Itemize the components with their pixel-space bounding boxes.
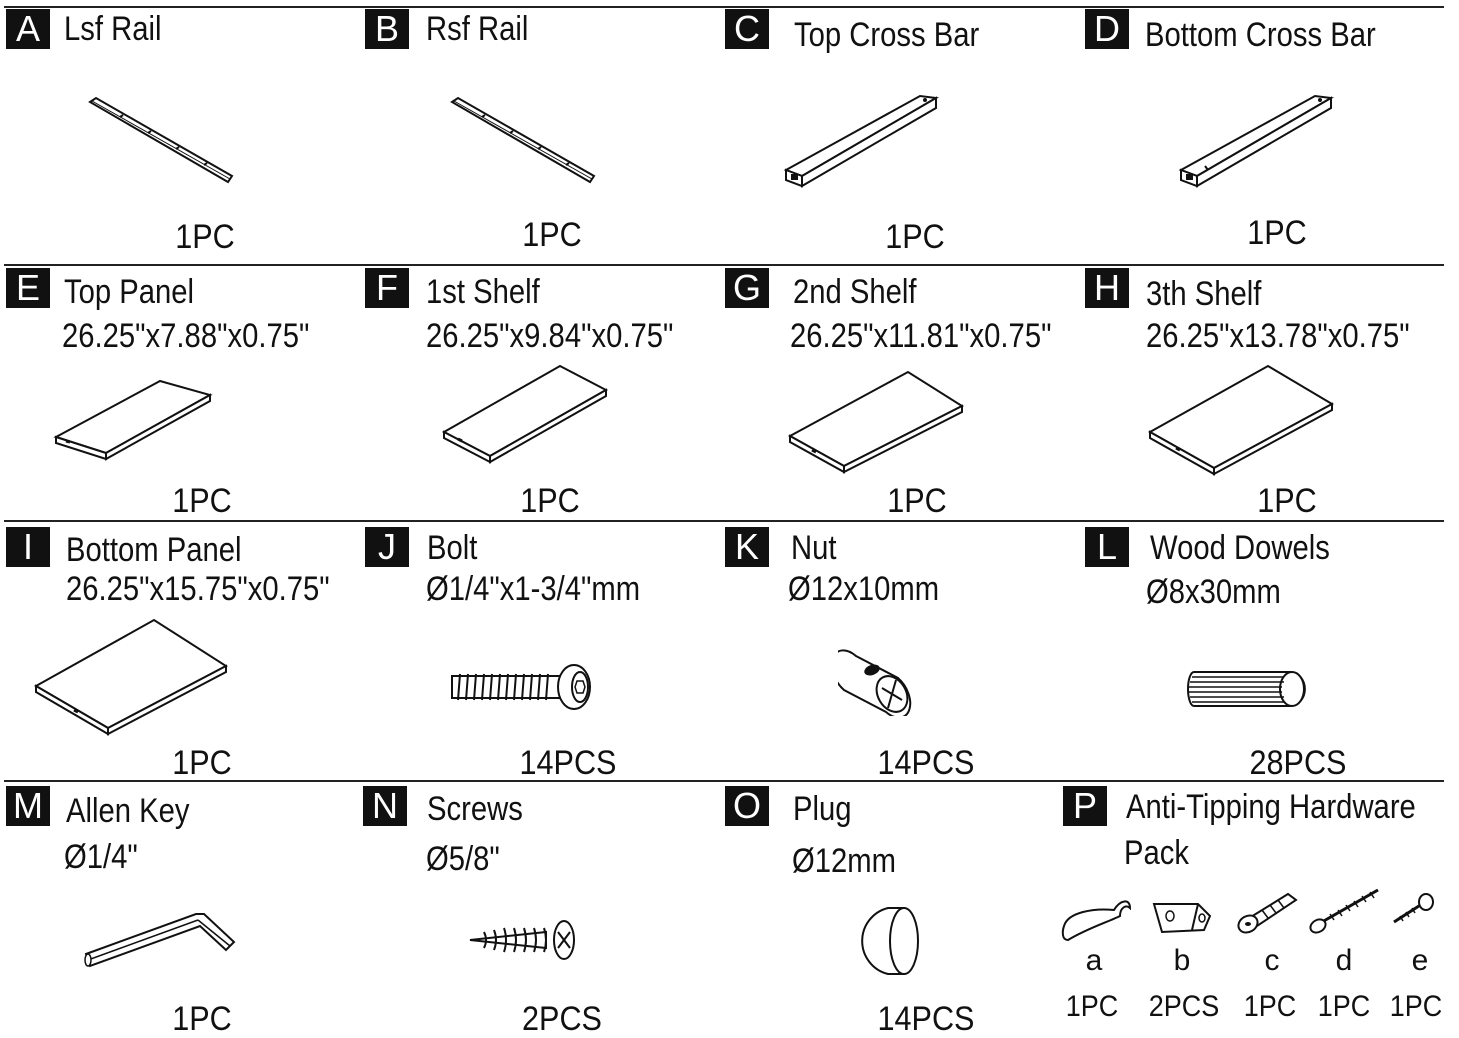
short-screw-icon [1393,893,1434,924]
panel-icon [441,364,609,464]
part-quantity: 14PCS [519,744,617,782]
part-quantity: 14PCS [877,744,975,782]
panel-icon [787,370,965,474]
barrel-nut-icon [838,649,912,716]
part-name: 3th Shelf [1146,275,1262,313]
hardware-item-quantity: 1PC [1317,990,1371,1023]
bracket-icon [1152,903,1212,934]
hardware-item-label: a [1085,944,1103,977]
cross-bar-icon [1178,94,1335,188]
part-dimensions: 26.25"x11.81"x0.75" [790,317,1052,355]
part-name: Top Panel [64,273,195,311]
part-quantity: 1PC [522,216,582,254]
part-name: Bolt [427,529,478,567]
part-name: Wood Dowels [1150,529,1330,567]
row-divider [4,264,1444,266]
dowel-icon [1187,671,1306,707]
part-dimensions: 26.25"x9.84"x0.75" [426,317,674,355]
part-name: Screws [427,790,523,828]
part-quantity: 1PC [172,1000,232,1038]
part-quantity: 1PC [175,218,235,256]
part-quantity: 28PCS [1249,744,1347,782]
part-dimensions: Ø5/8" [426,840,500,878]
part-name: Bottom Panel [66,531,242,569]
part-quantity: 14PCS [877,1000,975,1038]
part-letter: G [725,268,769,308]
part-dimensions: 26.25"x7.88"x0.75" [62,317,310,355]
panel-icon [53,379,213,461]
part-letter: B [365,9,409,49]
part-dimensions: Ø12mm [792,842,896,880]
rail-icon [88,96,234,184]
part-letter: D [1085,9,1129,49]
part-letter: N [363,786,407,826]
part-letter: I [6,527,50,567]
hardware-item-label: e [1411,944,1429,977]
part-letter: J [365,527,409,567]
screw-icon [469,920,575,960]
part-name: Plug [793,790,852,828]
part-name: 2nd Shelf [793,273,917,311]
part-letter: A [6,9,50,49]
row-divider [4,780,1444,782]
part-name: Top Cross Bar [794,16,980,54]
hardware-item-quantity: 1PC [1065,990,1119,1023]
part-dimensions: Ø8x30mm [1146,573,1281,611]
part-dimensions: 26.25"x13.78"x0.75" [1146,317,1410,355]
part-dimensions: Ø1/4" [64,838,138,876]
part-letter: O [725,786,769,826]
panel-icon [1147,364,1335,476]
part-quantity: 2PCS [522,1000,602,1038]
part-letter: K [725,527,769,567]
part-name: Allen Key [66,792,190,830]
part-name: 1st Shelf [426,273,540,311]
part-letter: C [725,9,769,49]
hardware-item-quantity: 1PC [1389,990,1443,1023]
part-quantity: 1PC [172,744,232,782]
part-dimensions: Ø1/4"x1-3/4"mm [426,570,641,608]
long-screw-icon [1309,888,1379,934]
wall-anchor-icon [1237,892,1298,934]
bolt-icon [451,664,591,710]
panel-icon [33,618,228,736]
part-quantity: 1PC [887,482,947,520]
part-letter: F [365,268,409,308]
part-letter: M [6,786,50,826]
hardware-item-quantity: 1PC [1243,990,1297,1023]
cross-bar-icon [783,94,940,188]
allen-key-icon [84,913,236,968]
hardware-item-label: c [1264,944,1280,977]
part-name: Rsf Rail [426,10,529,48]
part-name: Nut [791,529,837,567]
part-letter: H [1085,268,1129,308]
part-dimensions: Pack [1124,834,1190,872]
part-quantity: 1PC [1247,214,1307,252]
strap-icon [1061,900,1132,942]
part-quantity: 1PC [520,482,580,520]
part-dimensions: Ø12x10mm [788,570,940,608]
row-divider [4,520,1444,522]
part-dimensions: 26.25"x15.75"x0.75" [66,570,330,608]
hardware-item-label: b [1173,944,1191,977]
hardware-item-label: d [1335,944,1353,977]
rail-icon [450,96,596,184]
row-divider [4,6,1444,8]
part-name: Lsf Rail [64,10,162,48]
part-letter: L [1085,527,1129,567]
part-quantity: 1PC [172,482,232,520]
part-letter: E [6,268,50,308]
hardware-item-quantity: 2PCS [1148,990,1220,1023]
part-letter: P [1063,786,1107,826]
part-name: Anti-Tipping Hardware [1126,788,1416,826]
part-quantity: 1PC [1257,482,1317,520]
part-quantity: 1PC [885,218,945,256]
part-name: Bottom Cross Bar [1145,16,1376,54]
plug-icon [861,907,919,975]
